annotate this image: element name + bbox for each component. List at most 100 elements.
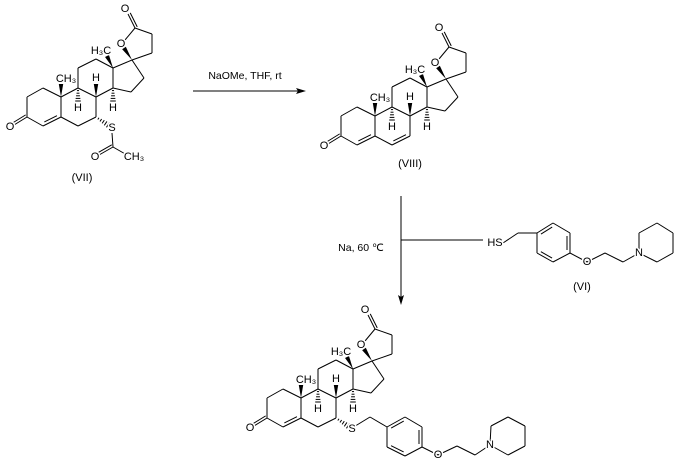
bond [253, 417, 268, 427]
bond [386, 416, 406, 428]
hydrogen-atom: H [332, 373, 340, 385]
bond [656, 222, 674, 234]
double-bond [252, 415, 266, 425]
bond [60, 87, 79, 98]
bond [409, 77, 428, 88]
bond [340, 135, 358, 146]
wedge-bond [419, 74, 427, 87]
bond [335, 388, 354, 399]
bond [364, 328, 376, 342]
wedge-bond [122, 46, 132, 60]
bond [391, 77, 411, 88]
bond [327, 135, 342, 145]
wedge-bond [407, 103, 413, 116]
bond [444, 96, 459, 112]
wedge-bond [93, 84, 99, 97]
arrow-step1-head [296, 88, 306, 94]
bond [13, 116, 28, 126]
oxygen-atom: O [434, 449, 443, 461]
hydrogen-atom: H [406, 91, 414, 103]
methyl-group: CH₃ [56, 73, 76, 85]
bond [131, 52, 153, 61]
oxygen-atom: O [361, 304, 370, 316]
bond [536, 222, 554, 234]
double-bond [390, 420, 404, 429]
methyl-group: CH₃ [296, 374, 316, 386]
bond [369, 416, 388, 428]
hash-bond [99, 118, 103, 122]
bond [282, 388, 302, 399]
bond [112, 59, 133, 69]
wedge-bond [298, 385, 304, 398]
hash-bond [97, 117, 100, 120]
hydrogen-atom: H [423, 121, 431, 133]
double-bond [97, 144, 113, 154]
wedge-bond [333, 385, 339, 398]
bond [490, 416, 509, 427]
hash-bond [106, 122, 110, 128]
bond [266, 388, 284, 399]
bond [404, 416, 423, 428]
oxygen-atom: O [121, 3, 130, 15]
bond [552, 222, 571, 234]
bond [552, 252, 571, 263]
bond [656, 252, 674, 263]
bond [317, 359, 337, 370]
step2-conditions: Na, 60 ℃ [338, 242, 384, 254]
oxygen-atom: O [117, 38, 126, 50]
bond [134, 27, 153, 35]
bond [335, 359, 354, 370]
double-bond [129, 12, 138, 28]
bond [367, 314, 376, 330]
double-bond [12, 114, 26, 124]
bond [445, 78, 459, 98]
double-bond [540, 226, 553, 235]
methyl-group: CH₃ [370, 92, 390, 104]
methyl-group: CH₃ [124, 151, 144, 163]
hash-bond [346, 423, 350, 429]
bond [340, 106, 358, 117]
bond [374, 328, 393, 336]
bond [352, 388, 372, 394]
oxygen-atom: O [6, 121, 15, 133]
bond [502, 232, 519, 244]
hash-bond [337, 418, 340, 421]
compound-vii-label: (VII) [72, 172, 93, 184]
bond [604, 252, 624, 263]
hash-bond [103, 121, 108, 126]
oxygen-atom: O [431, 57, 440, 69]
bond [95, 87, 114, 98]
wedge-bond [58, 84, 64, 97]
wedge-bond [362, 347, 372, 361]
bond [356, 106, 376, 117]
bond [95, 58, 114, 69]
bond [445, 71, 467, 80]
double-bond [540, 251, 553, 259]
oxygen-atom: O [435, 22, 444, 34]
bond [42, 116, 62, 127]
bond [77, 87, 97, 98]
bond [426, 78, 447, 88]
bond [438, 46, 450, 60]
hash-bond [101, 119, 105, 124]
hydrogen-atom: H [314, 403, 322, 415]
bond [77, 116, 97, 127]
bond [456, 445, 476, 456]
bond [391, 106, 411, 117]
sulfur-atom: S [108, 122, 115, 134]
thiol-group: HS [487, 237, 502, 249]
hydrogen-atom: H [109, 102, 117, 114]
bond [112, 146, 128, 156]
double-bond [369, 313, 378, 329]
wedge-bond [345, 356, 353, 369]
bond [131, 59, 145, 79]
step1-conditions: NaOMe, THF, rt [208, 70, 281, 82]
bond [448, 46, 467, 54]
compound-vi-label: (VI) [573, 281, 591, 293]
double-bond [358, 134, 372, 142]
